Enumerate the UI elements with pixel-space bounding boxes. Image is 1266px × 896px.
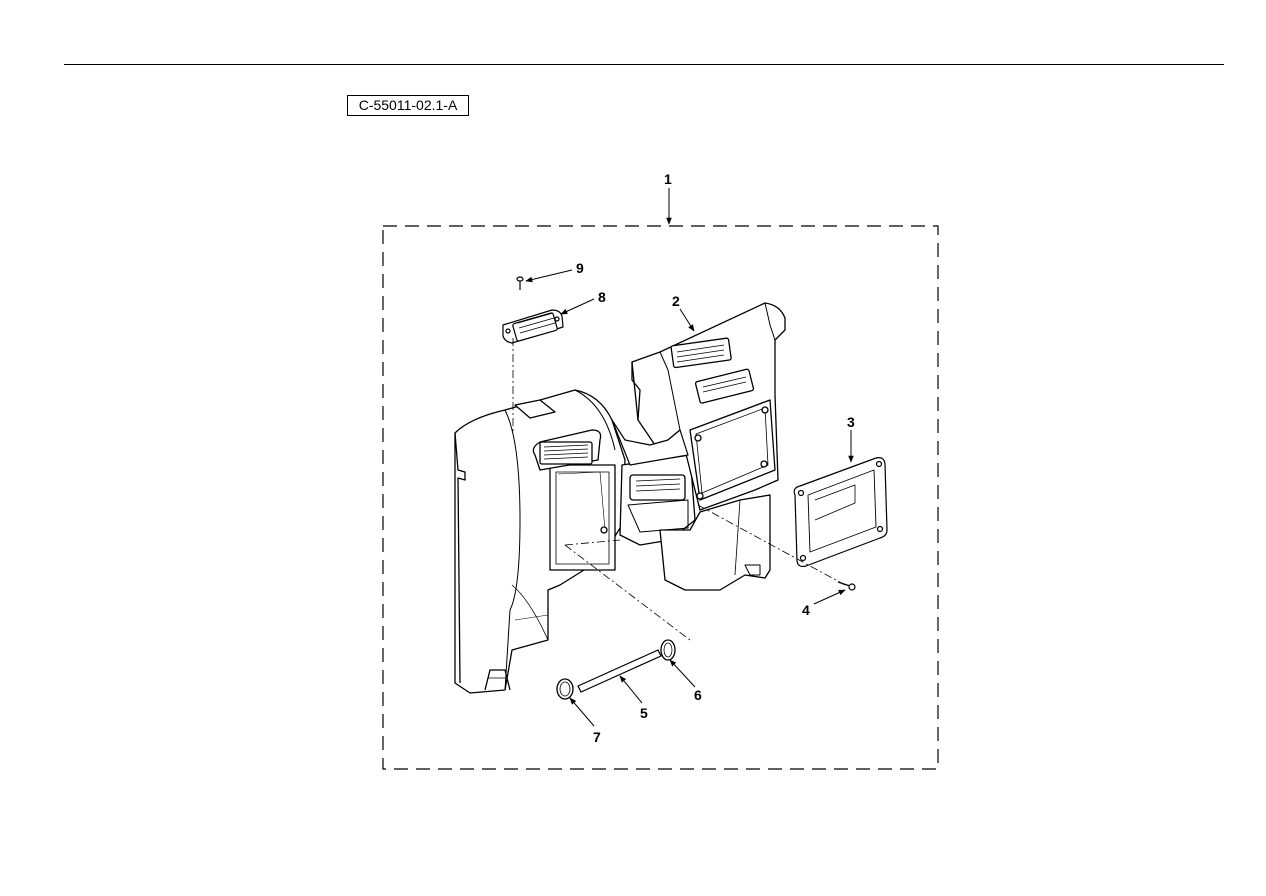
callout-1: 1: [664, 171, 672, 187]
screw-9: [516, 276, 524, 290]
callout-9: 9: [576, 260, 584, 276]
callout-4: 4: [802, 602, 810, 618]
screw-4: [837, 581, 856, 591]
assembly-boundary: [382, 225, 939, 770]
figure-id-label: C-55011-02.1-A: [347, 95, 469, 116]
callout-8: 8: [598, 289, 606, 305]
clip-6: [660, 639, 676, 661]
callout-3: 3: [847, 414, 855, 430]
clip-7: [556, 678, 574, 700]
callout-6: 6: [694, 687, 702, 703]
rod: [577, 649, 662, 693]
air-vent: [502, 309, 564, 344]
leaders: [525, 188, 854, 727]
access-cover: [793, 457, 888, 568]
header-rule: [64, 64, 1224, 65]
callout-7: 7: [593, 729, 601, 745]
left-panel: [454, 389, 626, 694]
callout-5: 5: [640, 705, 648, 721]
center-panel: [631, 302, 786, 511]
centerlines: [512, 338, 846, 641]
panel-bridge: [611, 419, 689, 466]
callout-2: 2: [672, 293, 680, 309]
